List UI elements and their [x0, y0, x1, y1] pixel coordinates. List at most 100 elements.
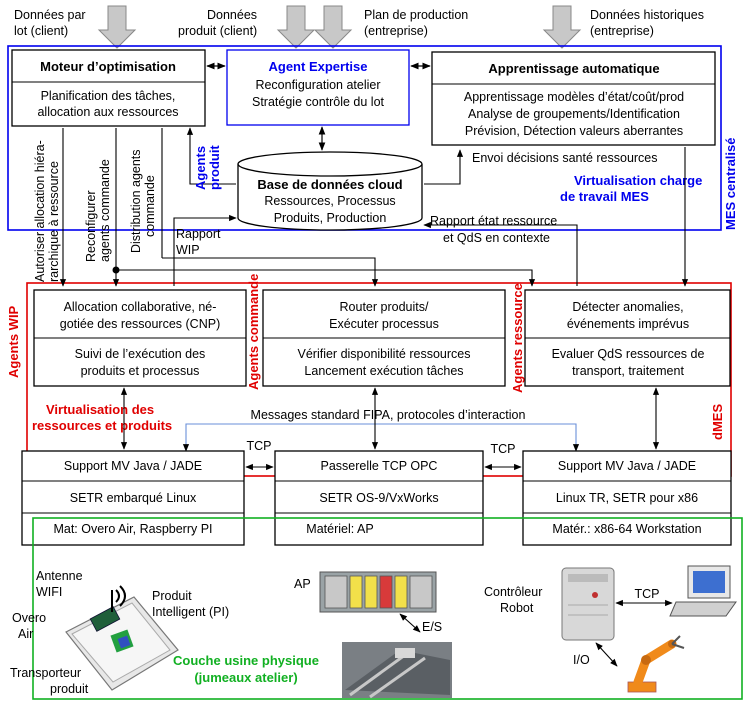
plc-io-label: E/S — [422, 620, 442, 634]
platform-right-line-1: Support MV Java / JADE — [558, 459, 696, 473]
platform-left-line-2: SETR embarqué Linux — [70, 491, 197, 505]
reconfigure-agents-label: Reconfigurer — [84, 190, 98, 262]
physical-layer-title-2: (jumeaux atelier) — [194, 670, 297, 685]
optimisation-engine-line-2: allocation aux ressources — [37, 105, 178, 119]
cnp-bottom-1: Suivi de l’exécution des — [75, 347, 206, 361]
intelligent-product-label-2: Intelligent (PI) — [152, 605, 229, 619]
input-arrow-history — [542, 5, 582, 49]
wip-report-label-2: WIP — [176, 243, 200, 257]
platform-middle-line-2: SETR OS-9/VxWorks — [319, 491, 438, 505]
workload-virtualization-label: Virtualisation charge — [574, 173, 702, 188]
workload-virtualization-label-2: de travail MES — [560, 189, 649, 204]
carrier-label: Transporteur — [10, 666, 81, 680]
plc-io-link — [399, 613, 421, 633]
cnp-top-2: gotiée des ressources (CNP) — [60, 317, 220, 331]
optimisation-engine-line-1: Planification des tâches, — [41, 89, 176, 103]
robot-controller-label: Contrôleur — [484, 585, 542, 599]
platform-left — [21, 450, 245, 546]
plc-illustration — [319, 571, 437, 613]
wip-report-label: Rapport — [176, 227, 221, 241]
computer-icon — [669, 565, 737, 617]
junction-dot — [112, 266, 120, 274]
tcp-right-label: TCP — [491, 442, 516, 456]
expertise-agent-line-2: Stratégie contrôle du lot — [252, 95, 385, 109]
cloud-db-line-1: Ressources, Processus — [264, 194, 395, 208]
expertise-agent-box — [226, 49, 410, 126]
robot-arm-icon — [627, 635, 685, 693]
distribution-agents-label-2: commande — [143, 175, 157, 237]
expertise-agent-title: Agent Expertise — [269, 59, 368, 74]
platform-right — [522, 450, 732, 546]
anomalies-top-2: événements imprévus — [567, 317, 689, 331]
input-history-label-2: (entreprise) — [590, 24, 654, 38]
robot-controller-illustration — [561, 567, 615, 641]
machine-learning-line-3: Prévision, Détection valeurs aberrantes — [465, 124, 683, 138]
machine-learning-box — [431, 51, 716, 146]
distribution-agents-label: Distribution agents — [129, 149, 143, 253]
input-arrow-plan — [313, 5, 353, 49]
machine-learning-title: Apprentissage automatique — [488, 61, 659, 76]
platform-middle-line-3: Matériel: AP — [306, 522, 373, 536]
input-lot-label: Données par — [14, 8, 86, 22]
fipa-messaging-line — [182, 423, 580, 452]
hierarchical-alloc-label-2: rarchique à ressource — [47, 161, 61, 282]
cnp-bottom-2: produits et processus — [81, 364, 200, 378]
router-top-1: Router produits/ — [340, 300, 429, 314]
centralized-mes-label: MES centralisé — [723, 138, 738, 231]
router-top-2: Exécuter processus — [329, 317, 439, 331]
tcp-left-label: TCP — [247, 439, 272, 453]
cnp-top-1: Allocation collaborative, né- — [64, 300, 217, 314]
intelligent-product-icon — [110, 629, 134, 653]
physical-layer-frame — [32, 517, 743, 700]
intelligent-product-label: Produit — [152, 589, 192, 603]
agents-wip-label: Agents WIP — [6, 305, 21, 378]
input-lot-label-2: lot (client) — [14, 24, 68, 38]
cloud-db-title: Base de données cloud — [257, 177, 402, 192]
input-product-label: Données — [207, 8, 257, 22]
cloud-database-cylinder — [237, 151, 423, 231]
router-bottom-1: Vérifier disponibilité ressources — [298, 347, 471, 361]
anomalies-bottom-2: transport, traitement — [572, 364, 684, 378]
expertise-agent-line-1: Reconfiguration atelier — [255, 78, 380, 92]
anomalies-bottom-1: Evaluer QdS ressources de — [552, 347, 705, 361]
agents-resource-label: Agents ressource — [510, 283, 525, 393]
health-decisions-label: Envoi décisions santé ressources — [472, 151, 658, 165]
machine-learning-line-2: Analyse de groupements/Identification — [468, 107, 680, 121]
input-arrow-lot — [97, 5, 137, 49]
link-engine-db — [186, 127, 236, 185]
link-db-learning — [424, 149, 464, 185]
reconfigure-agents-label-2: agents commande — [98, 159, 112, 262]
overo-air-label-2: Air — [18, 627, 33, 641]
platform-right-line-3: Matér.: x86-64 Workstation — [552, 522, 701, 536]
fipa-messages-label: Messages standard FIPA, protocoles d’int… — [251, 408, 526, 422]
input-product-label-2: produit (client) — [178, 24, 257, 38]
input-history-label: Données historiques — [590, 8, 704, 22]
resource-report-label-2: et QdS en contexte — [443, 231, 550, 245]
anomalies-top-1: Détecter anomalies, — [572, 300, 683, 314]
cloud-db-line-2: Produits, Production — [274, 211, 387, 225]
hierarchical-alloc-label: Autoriser allocation hiéra- — [33, 140, 47, 282]
wifi-antenna-icon — [111, 585, 126, 612]
overo-air-label: Overo — [12, 611, 46, 625]
robot-controller-label-2: Robot — [500, 601, 534, 615]
robot-io-link — [595, 642, 618, 667]
plc-label: AP — [294, 577, 311, 591]
conveyor-illustration — [342, 642, 452, 699]
router-bottom-2: Lancement exécution tâches — [304, 364, 463, 378]
platform-left-line-1: Support MV Java / JADE — [64, 459, 202, 473]
product-agents-label-2: produit — [207, 145, 222, 190]
connectors — [59, 128, 689, 287]
optimisation-engine-box — [11, 49, 206, 127]
product-carrier-illustration — [65, 585, 179, 691]
physical-layer-title: Couche usine physique — [173, 653, 319, 668]
robot-io-label: I/O — [573, 653, 590, 667]
input-arrow-product — [276, 5, 316, 49]
machine-learning-line-1: Apprentissage modèles d’état/coût/prod — [464, 90, 684, 104]
wifi-antenna-label-2: WIFI — [36, 585, 62, 599]
input-arrows — [97, 5, 582, 49]
carrier-label-2: produit — [50, 682, 89, 696]
agents-command-label: Agents commande — [246, 274, 261, 390]
wifi-antenna-label: Antenne — [36, 569, 83, 583]
centralized-mes-frame — [7, 45, 722, 231]
